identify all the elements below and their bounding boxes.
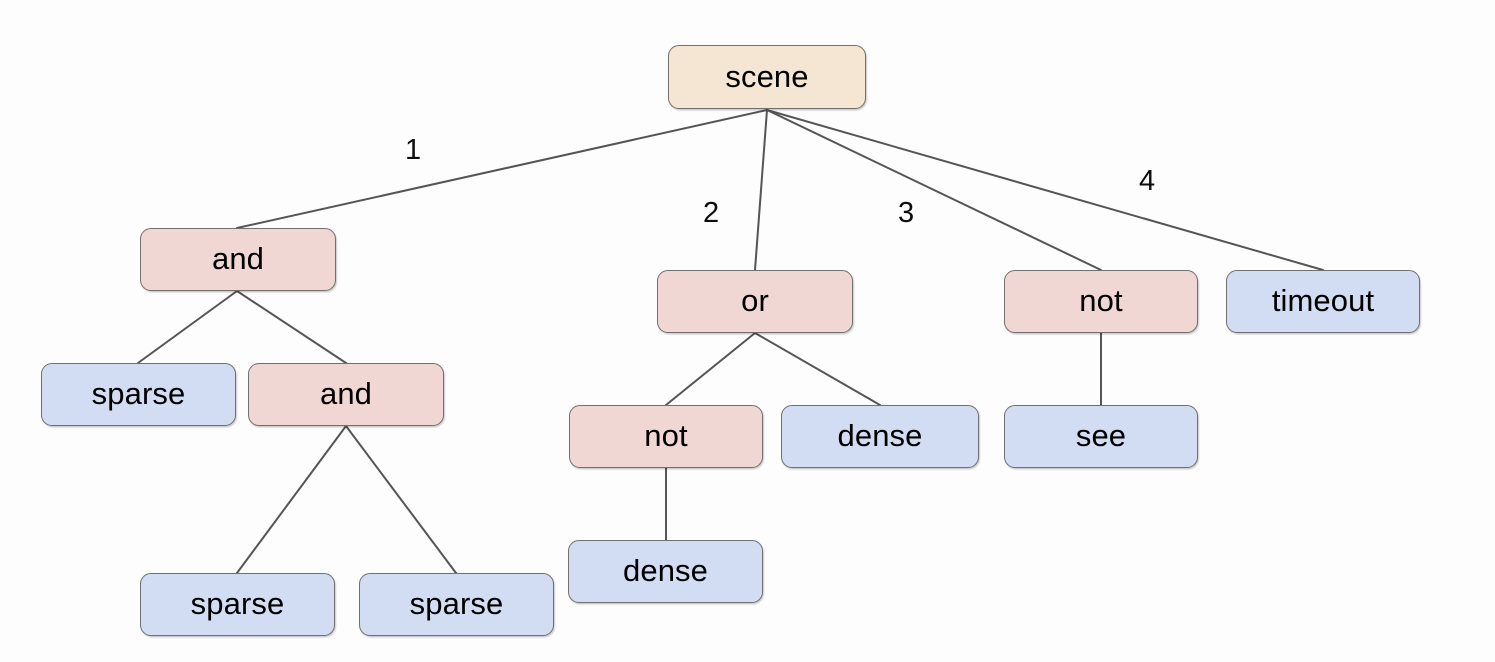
tree-node-timeout1[interactable]: timeout xyxy=(1226,270,1420,333)
tree-edge xyxy=(137,290,238,364)
tree-node-not2[interactable]: not xyxy=(1004,270,1198,333)
tree-edge xyxy=(236,109,768,229)
tree-node-scene[interactable]: scene xyxy=(668,45,866,109)
tree-node-label: not xyxy=(1079,283,1123,318)
tree-node-label: dense xyxy=(837,418,923,453)
edge-label-1: 1 xyxy=(405,134,422,166)
tree-node-and2[interactable]: and xyxy=(248,363,444,426)
tree-node-label: see xyxy=(1075,418,1127,453)
tree-node-label: timeout xyxy=(1271,283,1375,318)
tree-node-sparse1[interactable]: sparse xyxy=(41,363,236,426)
tree-node-sparse2[interactable]: sparse xyxy=(140,573,335,636)
tree-node-dense1[interactable]: dense xyxy=(781,405,979,468)
tree-node-label: dense xyxy=(623,553,708,588)
tree-edge xyxy=(345,425,457,574)
edge-label-3: 3 xyxy=(898,197,915,229)
edge-label-4: 4 xyxy=(1139,165,1156,197)
tree-edge xyxy=(236,290,347,364)
tree-node-sparse3[interactable]: sparse xyxy=(359,573,554,636)
tree-edge xyxy=(766,109,1102,271)
tree-edge xyxy=(754,332,881,406)
tree-node-and1[interactable]: and xyxy=(140,228,336,291)
tree-edge xyxy=(766,109,1324,271)
edge-label-2: 2 xyxy=(703,197,720,229)
tree-node-label: sparse xyxy=(190,586,285,621)
tree-node-label: and xyxy=(319,376,373,411)
tree-node-or1[interactable]: or xyxy=(657,270,853,333)
tree-edge xyxy=(754,109,768,271)
tree-edge xyxy=(665,332,756,406)
tree-edge xyxy=(236,425,347,574)
tree-node-label: scene xyxy=(725,58,809,94)
tree-node-dense2[interactable]: dense xyxy=(568,540,763,603)
tree-node-label: or xyxy=(741,283,769,318)
tree-node-label: sparse xyxy=(409,586,504,621)
tree-node-see1[interactable]: see xyxy=(1004,405,1198,468)
tree-node-label: sparse xyxy=(91,376,186,411)
tree-node-label: and xyxy=(211,241,265,276)
tree-node-not1[interactable]: not xyxy=(569,405,763,468)
tree-node-label: not xyxy=(644,418,688,453)
